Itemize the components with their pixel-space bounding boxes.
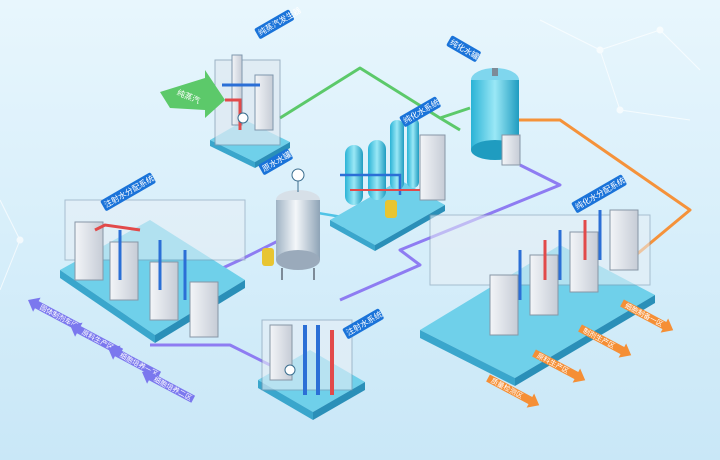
svg-text:细胞培养二区: 细胞培养二区 — [152, 375, 193, 403]
label-pure-water-system: 纯化水系统 — [399, 96, 441, 127]
green-pipe — [280, 68, 470, 118]
svg-text:纯化水分配系统: 纯化水分配系统 — [573, 175, 626, 212]
svg-text:纯蒸汽发生器: 纯蒸汽发生器 — [256, 5, 303, 38]
raw-water-tank — [262, 169, 320, 280]
label-steam-generator: 纯蒸汽发生器 — [254, 4, 303, 39]
purple-pipe-3 — [150, 345, 280, 370]
label-pw-distribution: 纯化水分配系统 — [571, 174, 627, 213]
outlet-arrow-left-4: 细胞培养二区 — [138, 365, 197, 406]
green-pipe-2 — [440, 118, 460, 130]
svg-text:纯化水系统: 纯化水系统 — [401, 97, 441, 126]
label-pure-water-tank: 纯化水罐 — [446, 35, 481, 62]
pure-water-tank — [471, 68, 520, 165]
wfi-system — [262, 320, 352, 395]
